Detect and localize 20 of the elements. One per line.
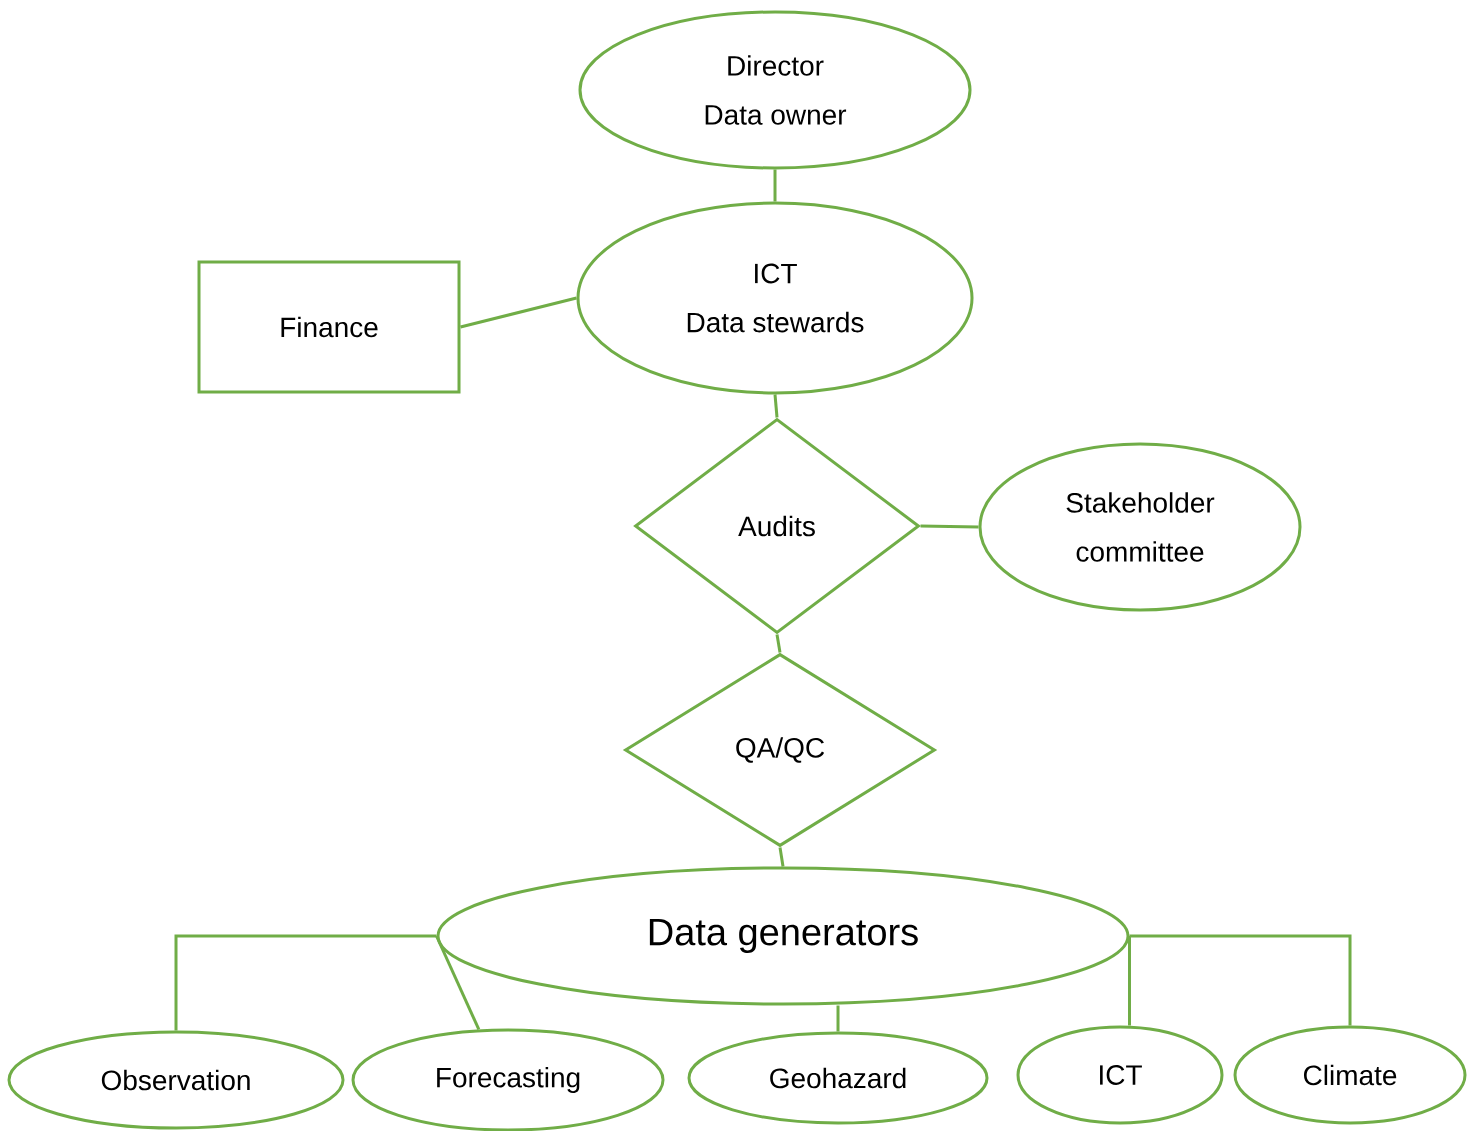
- ellipse-node: Stakeholder committee: [978, 442, 1302, 612]
- process-box: Finance: [197, 260, 461, 394]
- connector-line: [836, 1005, 840, 1032]
- connector-line: [460, 296, 577, 329]
- connector-line: [1128, 936, 1131, 1026]
- connector-line: [778, 847, 785, 867]
- ellipse-node: Climate: [1233, 1025, 1467, 1125]
- ellipse-node: Geohazard: [687, 1031, 989, 1125]
- ellipse-node: ICT: [1016, 1025, 1224, 1125]
- connector-line: [920, 524, 979, 529]
- connector-line: [174, 934, 437, 1031]
- ellipse-node: Director Data owner: [578, 10, 972, 170]
- ellipse-node: ICT Data stewards: [576, 201, 974, 395]
- connector-line: [773, 394, 779, 418]
- connector-line: [435, 935, 481, 1031]
- connector-line: [775, 634, 782, 653]
- connector-line: [1129, 934, 1352, 1026]
- connector-line: [773, 169, 777, 202]
- ellipse-node: Observation: [7, 1030, 345, 1130]
- ellipse-node: Data generators: [436, 866, 1130, 1006]
